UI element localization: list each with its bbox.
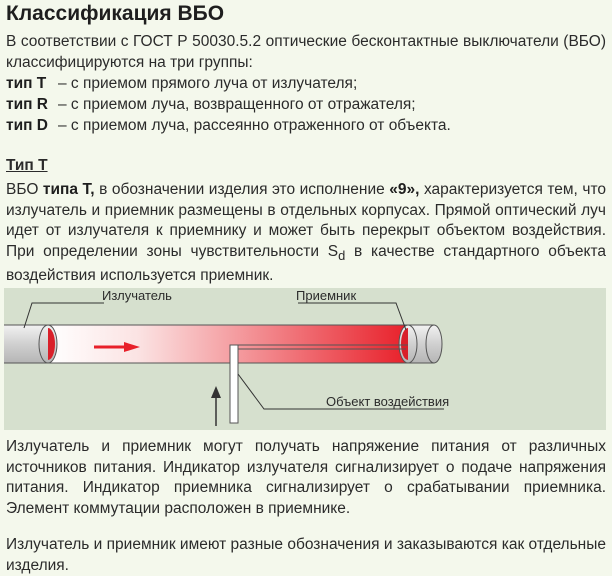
type-desc: – с приемом луча, возвращенного от отраж… (58, 96, 416, 113)
text: характеризуется тем, что излучатель и пр… (6, 181, 606, 260)
bold-text: типа T, (42, 181, 95, 198)
type-item-d: тип D – с приемом луча, рассеянно отраже… (6, 115, 451, 136)
intro-paragraph: В соответствии с ГОСТ Р 50030.5.2 оптиче… (6, 33, 606, 71)
diagram: Излучатель Приемник Объект воздействия (4, 288, 606, 430)
section-title: Тип T (6, 157, 48, 174)
receiver-leader-line (298, 302, 407, 331)
text: в обозначении изделия это исполнение (94, 181, 390, 198)
type-key: тип D (6, 117, 48, 134)
type-desc: – с приемом прямого луча от излучателя; (58, 75, 358, 92)
emitter-label: Излучатель (102, 288, 172, 303)
bold-text: «9», (389, 181, 420, 198)
emitter-leader-line (23, 302, 104, 329)
beam-arrow-icon (94, 342, 140, 352)
light-beam (47, 324, 409, 364)
type-key: тип R (6, 96, 48, 113)
type-list: тип T – с приемом прямого луча от излуча… (6, 73, 451, 136)
object-plate (229, 344, 408, 424)
object-label: Объект воздействия (326, 394, 449, 409)
type-key: тип T (6, 75, 47, 92)
type-item-r: тип R – с приемом луча, возвращенного от… (6, 94, 451, 115)
page-title: Классификация ВБО (6, 2, 225, 25)
text: в качестве стандартного объекта воздейст… (6, 242, 606, 285)
emitter-icon (4, 324, 58, 364)
object-leader-line (237, 373, 444, 410)
text: ВБО (6, 181, 43, 198)
subscript: d (338, 247, 346, 263)
receiver-icon (398, 324, 443, 364)
type-desc: – с приемом луча, рассеянно отраженного … (58, 117, 451, 134)
diagram-svg: Излучатель Приемник Объект воздействия (4, 288, 449, 426)
ordering-paragraph: Излучатель и приемник имеют разные обозн… (6, 536, 606, 574)
type-t-description: ВБО типа T, в обозначении изделия это ис… (6, 180, 606, 287)
type-item-t: тип T – с приемом прямого луча от излуча… (6, 73, 451, 94)
power-paragraph: Излучатель и приемник могут получать нап… (6, 438, 606, 517)
receiver-label: Приемник (296, 288, 356, 303)
movement-arrow-icon (211, 386, 221, 426)
